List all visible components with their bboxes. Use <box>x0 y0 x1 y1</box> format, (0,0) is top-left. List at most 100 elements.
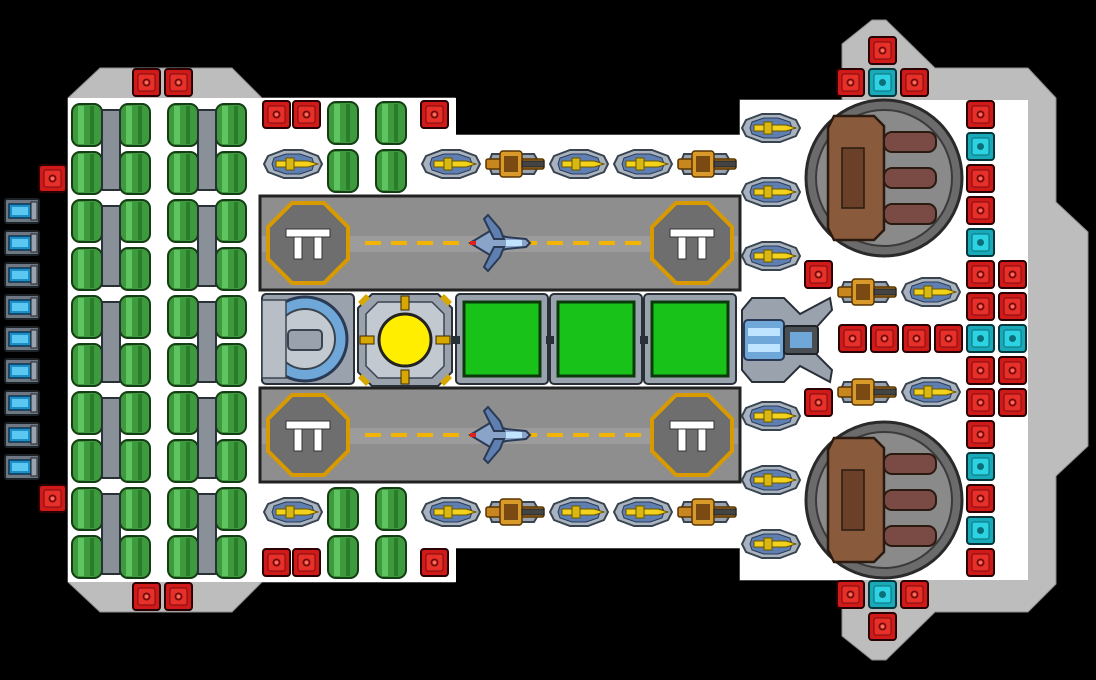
armor-block-icon[interactable] <box>966 292 995 321</box>
fuel-tank-icon[interactable] <box>167 439 199 483</box>
thruster-icon[interactable] <box>4 262 40 288</box>
turret-icon[interactable] <box>263 497 323 527</box>
armor-block-icon[interactable] <box>38 164 67 193</box>
cannon-turret-icon[interactable] <box>485 150 545 178</box>
fuel-tank-icon[interactable] <box>119 343 151 387</box>
fuel-tank-icon[interactable] <box>215 343 247 387</box>
fuel-tank-icon[interactable] <box>375 535 407 579</box>
armor-block-icon[interactable] <box>966 484 995 513</box>
fuel-tank-icon[interactable] <box>327 487 359 531</box>
fuel-tank-icon[interactable] <box>119 439 151 483</box>
fuel-tank-icon[interactable] <box>119 151 151 195</box>
thruster-icon[interactable] <box>4 358 40 384</box>
armor-block-icon[interactable] <box>900 580 929 609</box>
fuel-tank-icon[interactable] <box>71 199 103 243</box>
armor-block-icon[interactable] <box>38 484 67 513</box>
cannon-turret-icon[interactable] <box>677 150 737 178</box>
turret-icon[interactable] <box>901 277 961 307</box>
shield-block-icon[interactable] <box>966 452 995 481</box>
fuel-tank-icon[interactable] <box>119 103 151 147</box>
heavy-turret-lower[interactable] <box>804 420 964 580</box>
armor-block-icon[interactable] <box>998 292 1027 321</box>
fuel-tank-icon[interactable] <box>375 101 407 145</box>
armor-block-icon[interactable] <box>966 260 995 289</box>
cannon-turret-icon[interactable] <box>837 378 897 406</box>
thruster-icon[interactable] <box>4 454 40 480</box>
fuel-tank-icon[interactable] <box>71 391 103 435</box>
fuel-tank-icon[interactable] <box>71 103 103 147</box>
fuel-tank-icon[interactable] <box>215 103 247 147</box>
armor-block-icon[interactable] <box>966 196 995 225</box>
shield-block-icon[interactable] <box>998 324 1027 353</box>
turret-icon[interactable] <box>741 529 801 559</box>
fuel-tank-icon[interactable] <box>215 439 247 483</box>
fuel-tank-icon[interactable] <box>119 295 151 339</box>
thruster-icon[interactable] <box>4 198 40 224</box>
shield-block-icon[interactable] <box>868 68 897 97</box>
turret-icon[interactable] <box>741 401 801 431</box>
armor-block-icon[interactable] <box>934 324 963 353</box>
shield-block-icon[interactable] <box>966 324 995 353</box>
armor-block-icon[interactable] <box>420 100 449 129</box>
fuel-tank-icon[interactable] <box>167 151 199 195</box>
shield-block-icon[interactable] <box>966 516 995 545</box>
upper-hangar[interactable] <box>258 194 742 292</box>
armor-block-icon[interactable] <box>262 548 291 577</box>
turret-icon[interactable] <box>613 497 673 527</box>
armor-block-icon[interactable] <box>900 68 929 97</box>
armor-block-icon[interactable] <box>868 612 897 641</box>
turret-icon[interactable] <box>421 149 481 179</box>
fuel-tank-icon[interactable] <box>71 535 103 579</box>
fuel-tank-bank[interactable] <box>71 101 407 579</box>
cannon-turret-icon[interactable] <box>677 498 737 526</box>
fuel-tank-icon[interactable] <box>71 487 103 531</box>
shield-block-icon[interactable] <box>966 228 995 257</box>
turret-icon[interactable] <box>741 241 801 271</box>
turret-icon[interactable] <box>901 377 961 407</box>
sensor-dome-module[interactable] <box>261 293 355 385</box>
armor-block-icon[interactable] <box>868 36 897 65</box>
cannon-turret-icon[interactable] <box>485 498 545 526</box>
fuel-tank-icon[interactable] <box>71 151 103 195</box>
thruster-icon[interactable] <box>4 390 40 416</box>
thruster-icon[interactable] <box>4 422 40 448</box>
fuel-tank-icon[interactable] <box>167 199 199 243</box>
fuel-tank-icon[interactable] <box>375 149 407 193</box>
fuel-tank-icon[interactable] <box>215 247 247 291</box>
armor-block-icon[interactable] <box>966 164 995 193</box>
armor-block-icon[interactable] <box>804 388 833 417</box>
armor-block-icon[interactable] <box>420 548 449 577</box>
armor-block-icon[interactable] <box>132 68 161 97</box>
thruster-bank[interactable] <box>4 198 40 480</box>
thruster-icon[interactable] <box>4 294 40 320</box>
fuel-tank-icon[interactable] <box>215 151 247 195</box>
fuel-tank-icon[interactable] <box>119 535 151 579</box>
fuel-tank-icon[interactable] <box>375 487 407 531</box>
armor-block-icon[interactable] <box>292 100 321 129</box>
armor-block-icon[interactable] <box>262 100 291 129</box>
fuel-tank-icon[interactable] <box>71 343 103 387</box>
fuel-tank-icon[interactable] <box>167 103 199 147</box>
armor-block-icon[interactable] <box>132 582 161 611</box>
reactor-icon[interactable] <box>357 293 453 387</box>
armor-block-icon[interactable] <box>998 356 1027 385</box>
fuel-tank-icon[interactable] <box>167 391 199 435</box>
fuel-tank-icon[interactable] <box>215 391 247 435</box>
armor-block-icon[interactable] <box>966 548 995 577</box>
armor-block-icon[interactable] <box>966 388 995 417</box>
fuel-tank-icon[interactable] <box>167 535 199 579</box>
fuel-tank-icon[interactable] <box>71 247 103 291</box>
main-engine-icon[interactable] <box>741 296 834 384</box>
fuel-tank-icon[interactable] <box>215 295 247 339</box>
turret-icon[interactable] <box>741 113 801 143</box>
turret-icon[interactable] <box>549 497 609 527</box>
armor-block-icon[interactable] <box>838 324 867 353</box>
fuel-tank-icon[interactable] <box>327 149 359 193</box>
armor-block-icon[interactable] <box>998 260 1027 289</box>
fuel-tank-icon[interactable] <box>327 101 359 145</box>
fuel-tank-icon[interactable] <box>215 199 247 243</box>
armor-block-icon[interactable] <box>966 100 995 129</box>
armor-block-icon[interactable] <box>804 260 833 289</box>
armor-block-icon[interactable] <box>870 324 899 353</box>
